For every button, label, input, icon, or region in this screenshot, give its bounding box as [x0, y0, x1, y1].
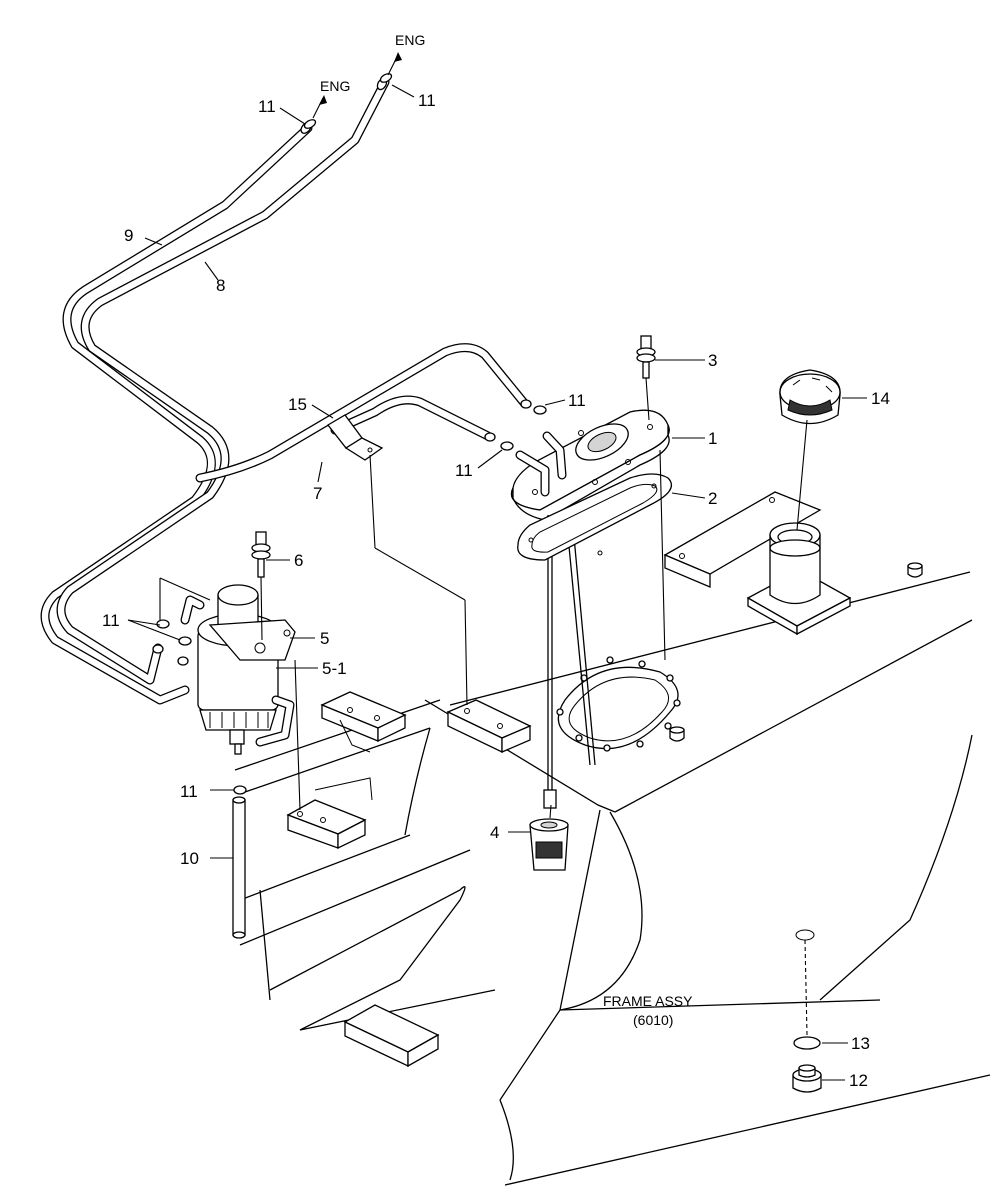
bolt-6	[251, 531, 271, 578]
drain-plug-12	[792, 1064, 822, 1093]
fuel-filter-5	[180, 584, 296, 755]
frame-assy-number: (6010)	[633, 1012, 673, 1028]
callout-11-top-right: 11	[418, 91, 436, 110]
callout-11-top-left: 11	[258, 97, 276, 116]
eng-label-upper: ENG	[395, 32, 425, 48]
callout-11-plate-left: 11	[455, 461, 473, 480]
callout-13: 13	[851, 1034, 870, 1053]
callout-3: 3	[708, 351, 717, 370]
sender-plate-1	[511, 409, 670, 790]
callout-4: 4	[490, 823, 499, 842]
callout-15: 15	[288, 395, 307, 414]
callout-11-plate-right: 11	[568, 391, 586, 410]
callout-leaders	[127, 84, 867, 1081]
callout-5: 5	[320, 629, 329, 648]
callout-2: 2	[708, 489, 717, 508]
gasket-2	[517, 473, 673, 561]
callout-14: 14	[871, 389, 890, 408]
frame-assembly	[234, 491, 991, 1186]
assembly-guide-lines	[159, 377, 808, 1036]
hose-10	[232, 796, 246, 939]
washer-13	[793, 1036, 821, 1050]
callout-1: 1	[708, 429, 717, 448]
bolt-3	[636, 335, 656, 379]
callout-9: 9	[124, 226, 133, 245]
fuel-hose-7	[195, 343, 530, 483]
callout-12: 12	[849, 1071, 868, 1090]
eng-label-lower: ENG	[320, 78, 350, 94]
callout-8: 8	[216, 276, 225, 295]
fuel-cap-14	[779, 369, 841, 425]
callout-7: 7	[313, 484, 322, 503]
callout-11-bottom: 11	[180, 782, 198, 801]
frame-assy-label: FRAME ASSY	[603, 993, 693, 1009]
engine-direction-arrows	[312, 52, 402, 119]
callout-labels: 1 2 3 4 5 5-1 6 7 8 9 10 11 11 11 11 11 …	[102, 32, 890, 1090]
filler-neck	[769, 522, 821, 605]
hose-clamp-15	[327, 414, 384, 461]
strainer-4	[529, 789, 569, 871]
callout-6: 6	[294, 551, 303, 570]
callout-10: 10	[180, 849, 199, 868]
callout-11-filter: 11	[102, 611, 120, 630]
callout-5-1: 5-1	[322, 659, 347, 678]
fuel-hose-9	[40, 123, 313, 705]
fuel-hose-8	[56, 77, 390, 685]
